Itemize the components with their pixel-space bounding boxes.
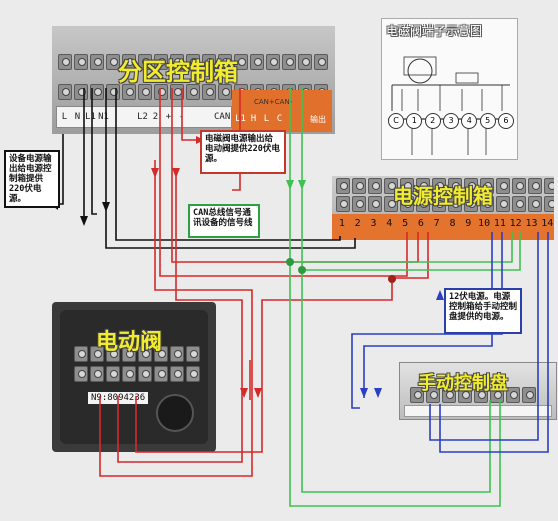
blue-arrow <box>360 388 368 398</box>
red-arrow <box>172 168 180 178</box>
zone-box-title: 分区控制箱 <box>118 58 238 86</box>
schematic-markers: C 1 2 3 4 5 6 <box>388 113 514 129</box>
zone-terminal-labels: L N L1 N1 L2 2 + - CAN <box>61 112 231 122</box>
green-arrow <box>286 180 294 190</box>
note-solenoid-power: 电磁阀电源输出给电动阀提供220伏电源。 <box>200 130 286 174</box>
zone-right-labels: L1 H L C <box>235 114 283 124</box>
red-arrow <box>254 388 262 398</box>
green-junction <box>298 266 306 274</box>
note-12v-power: 12伏电源。电源控制箱给手动控制盘提供的电源。 <box>444 288 522 334</box>
blue-arrow <box>436 290 444 300</box>
schematic-marker: 2 <box>424 113 441 129</box>
green-arrow <box>298 180 306 190</box>
power-numbers: 1 2 3 4 5 6 7 8 9 10 11 12 13 14 <box>338 218 554 229</box>
valve-terminal-strip-lower <box>74 366 200 382</box>
schematic-marker: C <box>388 113 404 129</box>
schematic-marker: 1 <box>406 113 423 129</box>
schematic-marker: 3 <box>442 113 459 129</box>
schematic-marker: 5 <box>479 113 496 129</box>
black-arrow <box>80 216 88 226</box>
black-arrow <box>102 202 110 212</box>
green-junction <box>286 258 294 266</box>
schematic-marker: 6 <box>497 113 514 129</box>
schematic-marker: 4 <box>461 113 478 129</box>
note-can-bus: CAN总线信号通讯设备的信号线 <box>188 204 260 238</box>
panel-label-strip <box>404 405 552 417</box>
zone-output-caption: 输出 <box>310 115 326 124</box>
manual-panel-title: 手动控制盘 <box>418 373 508 394</box>
red-arrow <box>240 388 248 398</box>
schematic-title: 电磁阀端子示意图 <box>386 24 483 38</box>
zone-orange-label-strip <box>232 90 332 132</box>
blue-arrow <box>374 388 382 398</box>
red-arrow <box>151 168 159 178</box>
valve-terminal-schematic: 电磁阀端子示意图 C 1 2 3 4 5 6 <box>381 18 518 160</box>
zone-terminal-strip-top <box>58 54 328 70</box>
power-box-title: 电源控制箱 <box>393 184 493 208</box>
note-device-power: 设备电源输出给电源控制箱提供220伏电源。 <box>4 150 60 208</box>
schematic-drawing <box>388 56 512 155</box>
valve-title: 电动阀 <box>96 330 163 355</box>
valve-knob <box>156 394 194 432</box>
zone-bus-label: CAN+CAN- <box>254 98 293 106</box>
red-junction <box>388 275 396 283</box>
valve-serial: N9:8094236 <box>88 392 149 404</box>
